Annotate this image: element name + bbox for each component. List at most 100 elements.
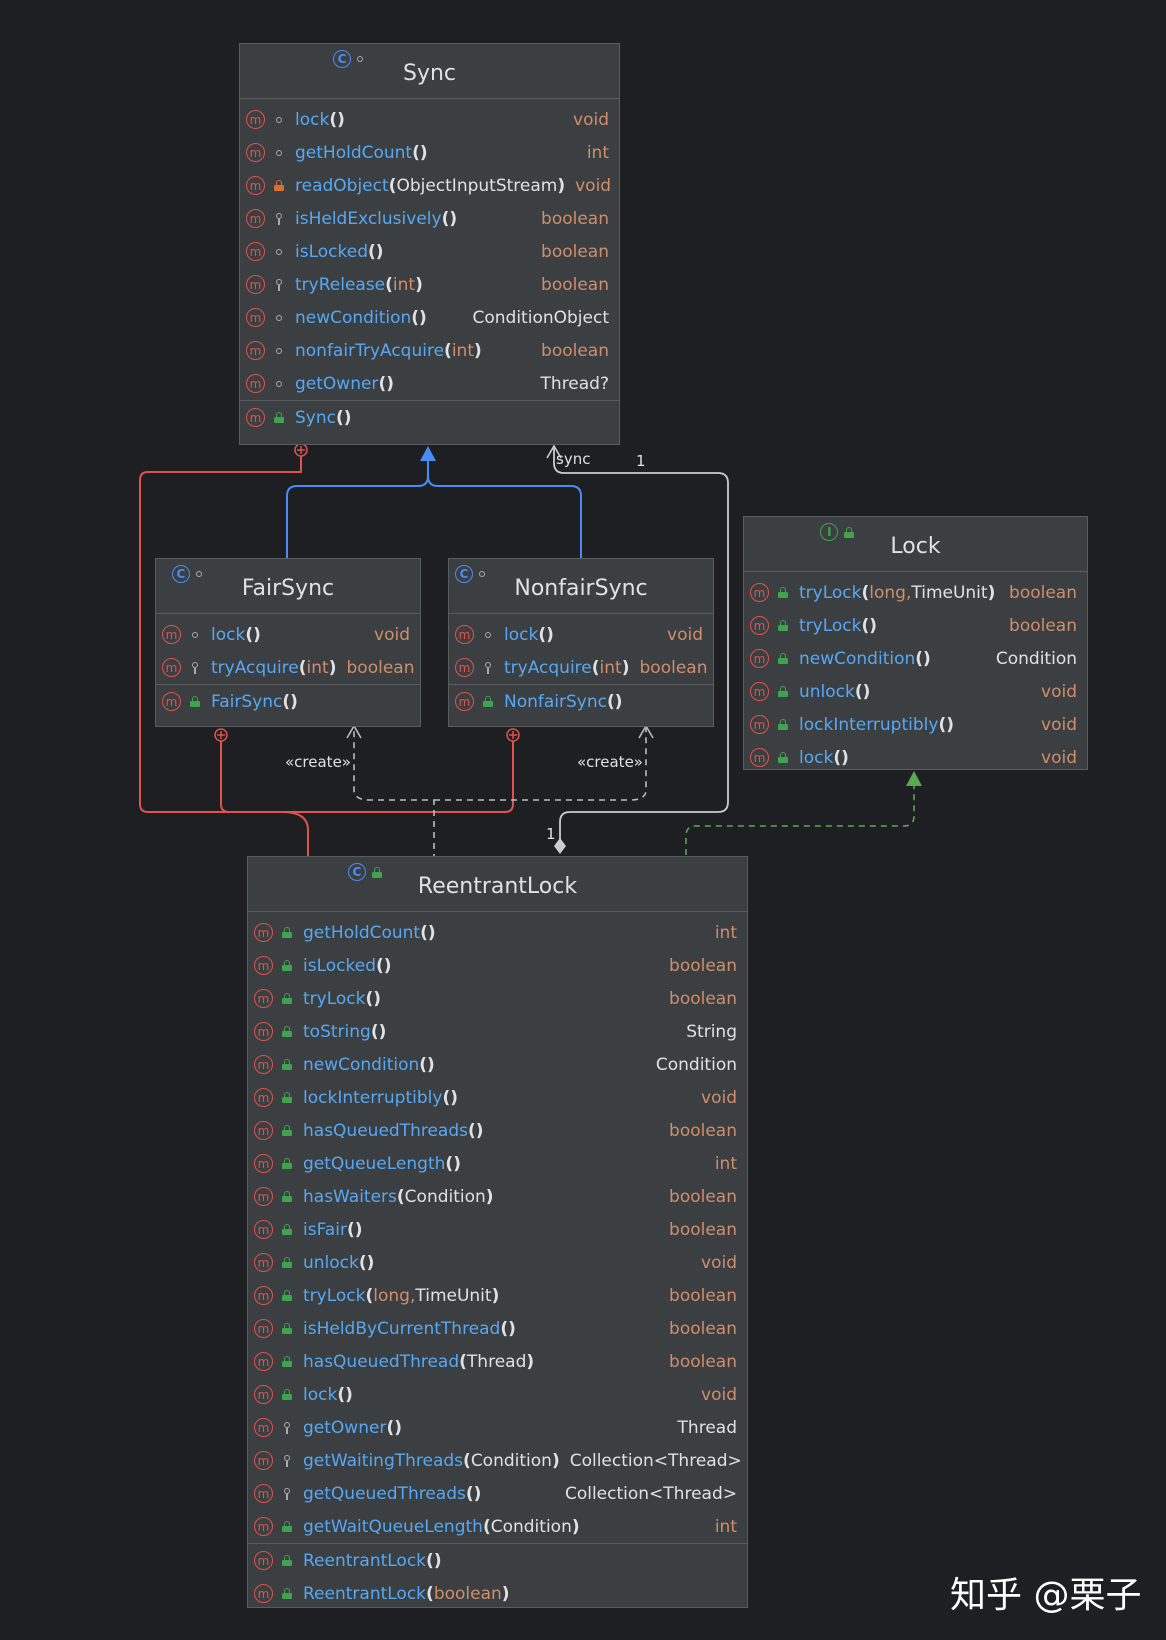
close-paren: ) xyxy=(923,648,931,669)
lock-multiplicity: 1 xyxy=(546,825,556,843)
method-icon: m xyxy=(254,1418,273,1437)
create-label-nonfairsync: «create» xyxy=(577,753,643,771)
open-paren: ( xyxy=(358,1252,367,1273)
return-type: void xyxy=(1041,747,1077,768)
return-type: void xyxy=(667,624,703,645)
visibility-slot xyxy=(777,719,789,730)
visibility-slot xyxy=(189,631,201,638)
method-params: int xyxy=(306,657,329,678)
visibility-slot xyxy=(273,347,285,354)
protected-visibility-icon xyxy=(282,1421,292,1434)
visibility-slot xyxy=(482,661,494,674)
open-paren: ( xyxy=(854,681,863,702)
method-param: long, xyxy=(869,582,912,603)
visibility-slot xyxy=(281,1026,293,1037)
close-paren: ) xyxy=(366,1252,375,1273)
return-type: boolean xyxy=(669,1120,737,1141)
method-icon: m xyxy=(455,625,474,644)
close-paren: ) xyxy=(508,1318,516,1339)
method-params: int xyxy=(451,340,474,361)
method-name: newCondition xyxy=(799,648,916,669)
method-icon: m xyxy=(162,692,181,711)
method-name: isHeldExclusively xyxy=(295,208,442,229)
package-visibility-icon xyxy=(276,248,282,255)
return-type: int xyxy=(714,1153,737,1174)
method-icon: m xyxy=(254,1484,273,1503)
open-paren: ( xyxy=(412,142,420,163)
open-paren: ( xyxy=(376,955,384,976)
visibility-slot xyxy=(281,1224,293,1235)
protected-visibility-icon xyxy=(274,278,284,291)
close-paren: ) xyxy=(383,955,392,976)
open-paren: ( xyxy=(444,340,452,361)
return-type: boolean xyxy=(669,1285,737,1306)
open-paren: ( xyxy=(833,747,842,768)
close-paren: ) xyxy=(491,1285,500,1306)
close-paren: ) xyxy=(449,208,458,229)
visibility-slot xyxy=(273,212,285,225)
visibility-slot xyxy=(281,1158,293,1169)
public-visibility-icon xyxy=(483,696,493,707)
method-name: getHoldCount xyxy=(295,142,413,163)
protected-visibility-icon xyxy=(274,212,284,225)
method-name: getWaitQueueLength xyxy=(303,1516,483,1537)
method-icon: m xyxy=(254,1121,273,1140)
visibility-slot xyxy=(281,993,293,1004)
watermark: 知乎 @栗子 xyxy=(950,1575,1142,1616)
visibility-slot xyxy=(281,1257,293,1268)
return-type: void xyxy=(701,1087,737,1108)
